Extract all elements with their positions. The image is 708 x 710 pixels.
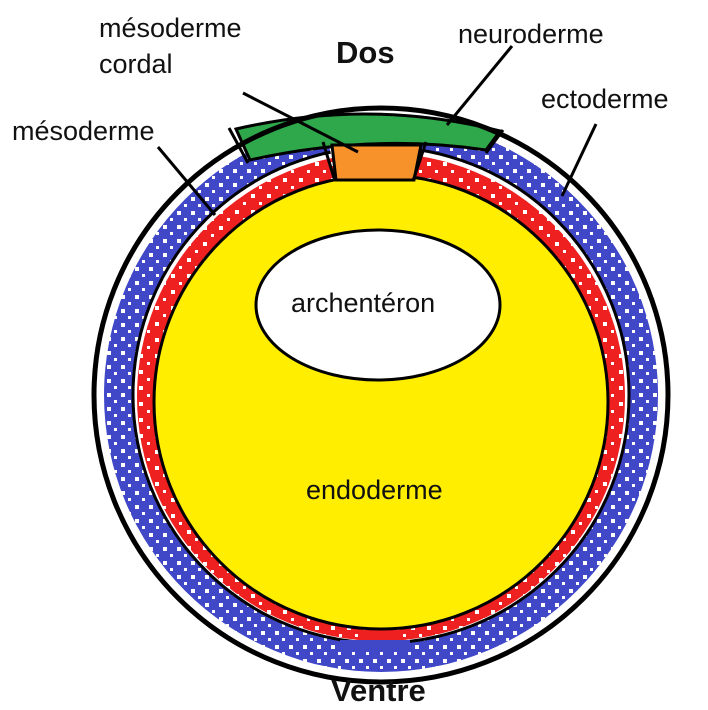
label-mesoderme-cordal-line2: cordal	[99, 49, 173, 79]
ventral-mesoderme-mark	[360, 633, 390, 639]
label-mesoderme: mésoderme	[12, 116, 155, 146]
label-mesoderme-cordal-line1: mésoderme	[99, 13, 242, 43]
label-ectoderme: ectoderme	[541, 84, 669, 114]
label-endoderme: endoderme	[306, 475, 443, 505]
leader-line-neuroderme	[447, 46, 512, 125]
ventral-ectoderme-mark	[340, 640, 410, 649]
label-neuroderme: neuroderme	[458, 19, 604, 49]
label-archenteron: archentéron	[291, 288, 435, 318]
label-ventre: Ventre	[331, 673, 426, 708]
mesoderme-cordal-block	[332, 145, 421, 180]
label-dos: Dos	[336, 35, 395, 70]
